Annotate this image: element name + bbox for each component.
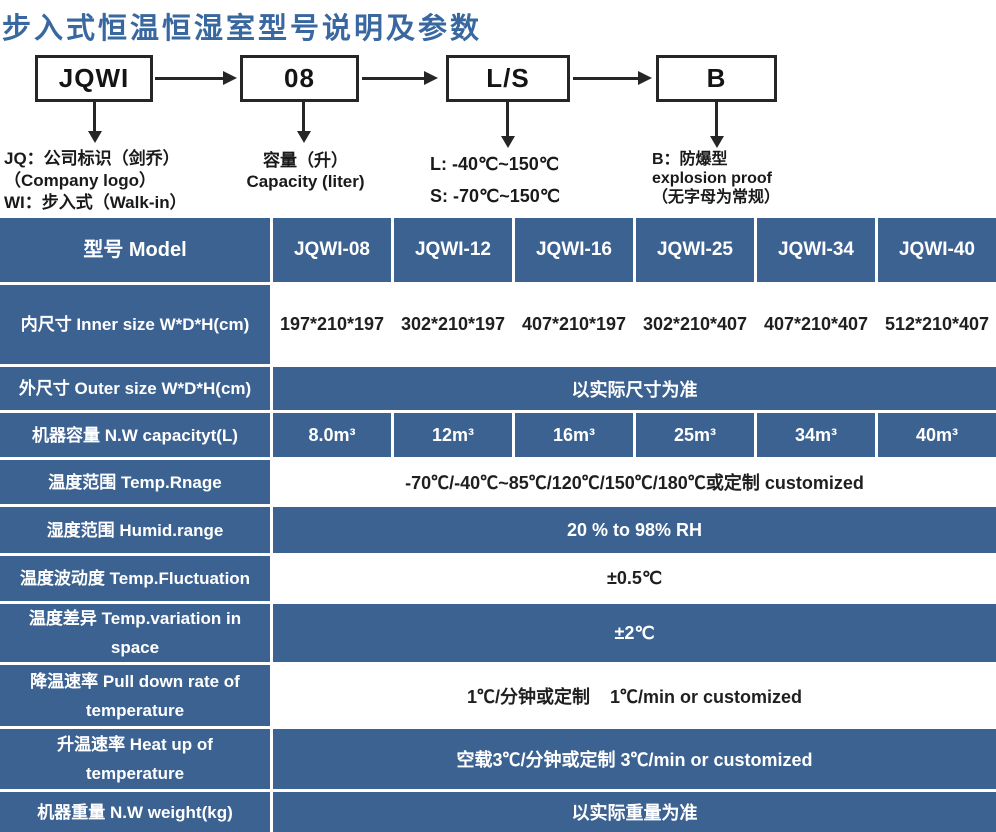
right-arrow-head-icon: [424, 71, 438, 85]
spec-table: 型号 Model JQWI-08 JQWI-12 JQWI-16 JQWI-25…: [0, 218, 996, 832]
model-code-box-explosion: B: [656, 55, 777, 102]
note-line: S: -70℃~150℃: [430, 186, 560, 206]
note-line: 容量（升）: [263, 151, 348, 170]
note-line: explosion proof: [652, 170, 772, 187]
heat-up-rate-value: 空载3℃/分钟或定制 3℃/min or customized: [273, 729, 996, 789]
capacity-value: 34m³: [757, 413, 875, 457]
temp-range-value: -70℃/-40℃~85℃/120℃/150℃/180℃或定制 customiz…: [273, 460, 996, 504]
right-arrow-head-icon: [638, 71, 652, 85]
right-arrow-icon: [362, 77, 426, 80]
capacity-value: 16m³: [515, 413, 633, 457]
down-arrow-icon: [302, 102, 305, 132]
down-arrow-icon: [506, 102, 509, 137]
row-label-heat-up-rate: 升温速率 Heat up of temperature: [0, 729, 270, 789]
weight-value: 以实际重量为准: [273, 792, 996, 832]
row-label-temp-variation: 温度差异 Temp.variation in space: [0, 604, 270, 662]
header-model-jqwi-08: JQWI-08: [273, 218, 391, 282]
note-line: JQ：公司标识（剑乔）: [4, 149, 180, 168]
model-code-box-temp-class: L/S: [446, 55, 570, 102]
row-label-outer-size: 外尺寸 Outer size W*D*H(cm): [0, 367, 270, 410]
inner-size-value: 407*210*407: [757, 285, 875, 364]
note-line: （Company logo）: [4, 171, 157, 190]
header-model-jqwi-25: JQWI-25: [636, 218, 754, 282]
note-line: WI：步入式（Walk-in）: [4, 193, 187, 212]
header-model-jqwi-16: JQWI-16: [515, 218, 633, 282]
humid-range-value: 20 % to 98% RH: [273, 507, 996, 553]
note-line: （无字母为常规）: [652, 189, 781, 206]
note-line: B：防爆型: [652, 151, 728, 168]
note-temp-class: L: -40℃~150℃ S: -70℃~150℃: [430, 148, 600, 212]
down-arrow-head-icon: [501, 136, 515, 148]
right-arrow-icon: [155, 77, 225, 80]
header-model-jqwi-12: JQWI-12: [394, 218, 512, 282]
row-label-pull-down-rate: 降温速率 Pull down rate of temperature: [0, 665, 270, 726]
header-model-jqwi-34: JQWI-34: [757, 218, 875, 282]
inner-size-value: 302*210*197: [394, 285, 512, 364]
row-label-temp-fluctuation: 温度波动度 Temp.Fluctuation: [0, 556, 270, 601]
model-code-box-capacity: 08: [240, 55, 359, 102]
right-arrow-head-icon: [223, 71, 237, 85]
down-arrow-head-icon: [88, 131, 102, 143]
inner-size-value: 407*210*197: [515, 285, 633, 364]
inner-size-value: 302*210*407: [636, 285, 754, 364]
header-model-jqwi-40: JQWI-40: [878, 218, 996, 282]
row-label-capacity: 机器容量 N.W capacityt(L): [0, 413, 270, 457]
down-arrow-icon: [93, 102, 96, 132]
temp-variation-value: ±2℃: [273, 604, 996, 662]
note-capacity: 容量（升） Capacity (liter): [208, 150, 403, 192]
note-company-logo: JQ：公司标识（剑乔） （Company logo） WI：步入式（Walk-i…: [4, 148, 244, 214]
outer-size-value: 以实际尺寸为准: [273, 367, 996, 410]
note-line: L: -40℃~150℃: [430, 154, 559, 174]
row-label-temp-range: 温度范围 Temp.Rnage: [0, 460, 270, 504]
down-arrow-icon: [715, 102, 718, 137]
pull-down-rate-value: 1℃/分钟或定制 1℃/min or customized: [273, 665, 996, 726]
capacity-value: 12m³: [394, 413, 512, 457]
row-label-inner-size: 内尺寸 Inner size W*D*H(cm): [0, 285, 270, 364]
temp-fluctuation-value: ±0.5℃: [273, 556, 996, 601]
note-line: Capacity (liter): [246, 172, 365, 191]
capacity-value: 8.0m³: [273, 413, 391, 457]
inner-size-value: 197*210*197: [273, 285, 391, 364]
capacity-value: 25m³: [636, 413, 754, 457]
down-arrow-head-icon: [710, 136, 724, 148]
capacity-value: 40m³: [878, 413, 996, 457]
right-arrow-icon: [573, 77, 640, 80]
down-arrow-head-icon: [297, 131, 311, 143]
note-explosion-proof: B：防爆型 explosion proof （无字母为常规）: [652, 150, 832, 207]
inner-size-value: 512*210*407: [878, 285, 996, 364]
row-label-weight: 机器重量 N.W weight(kg): [0, 792, 270, 832]
row-label-humid-range: 湿度范围 Humid.range: [0, 507, 270, 553]
model-code-box-jqwi: JQWI: [35, 55, 153, 102]
header-model: 型号 Model: [0, 218, 270, 282]
page: 步入式恒温恒湿室型号说明及参数 JQWI 08 L/S B JQ：公司标识（剑乔…: [0, 13, 996, 832]
page-title: 步入式恒温恒湿室型号说明及参数: [2, 13, 483, 45]
